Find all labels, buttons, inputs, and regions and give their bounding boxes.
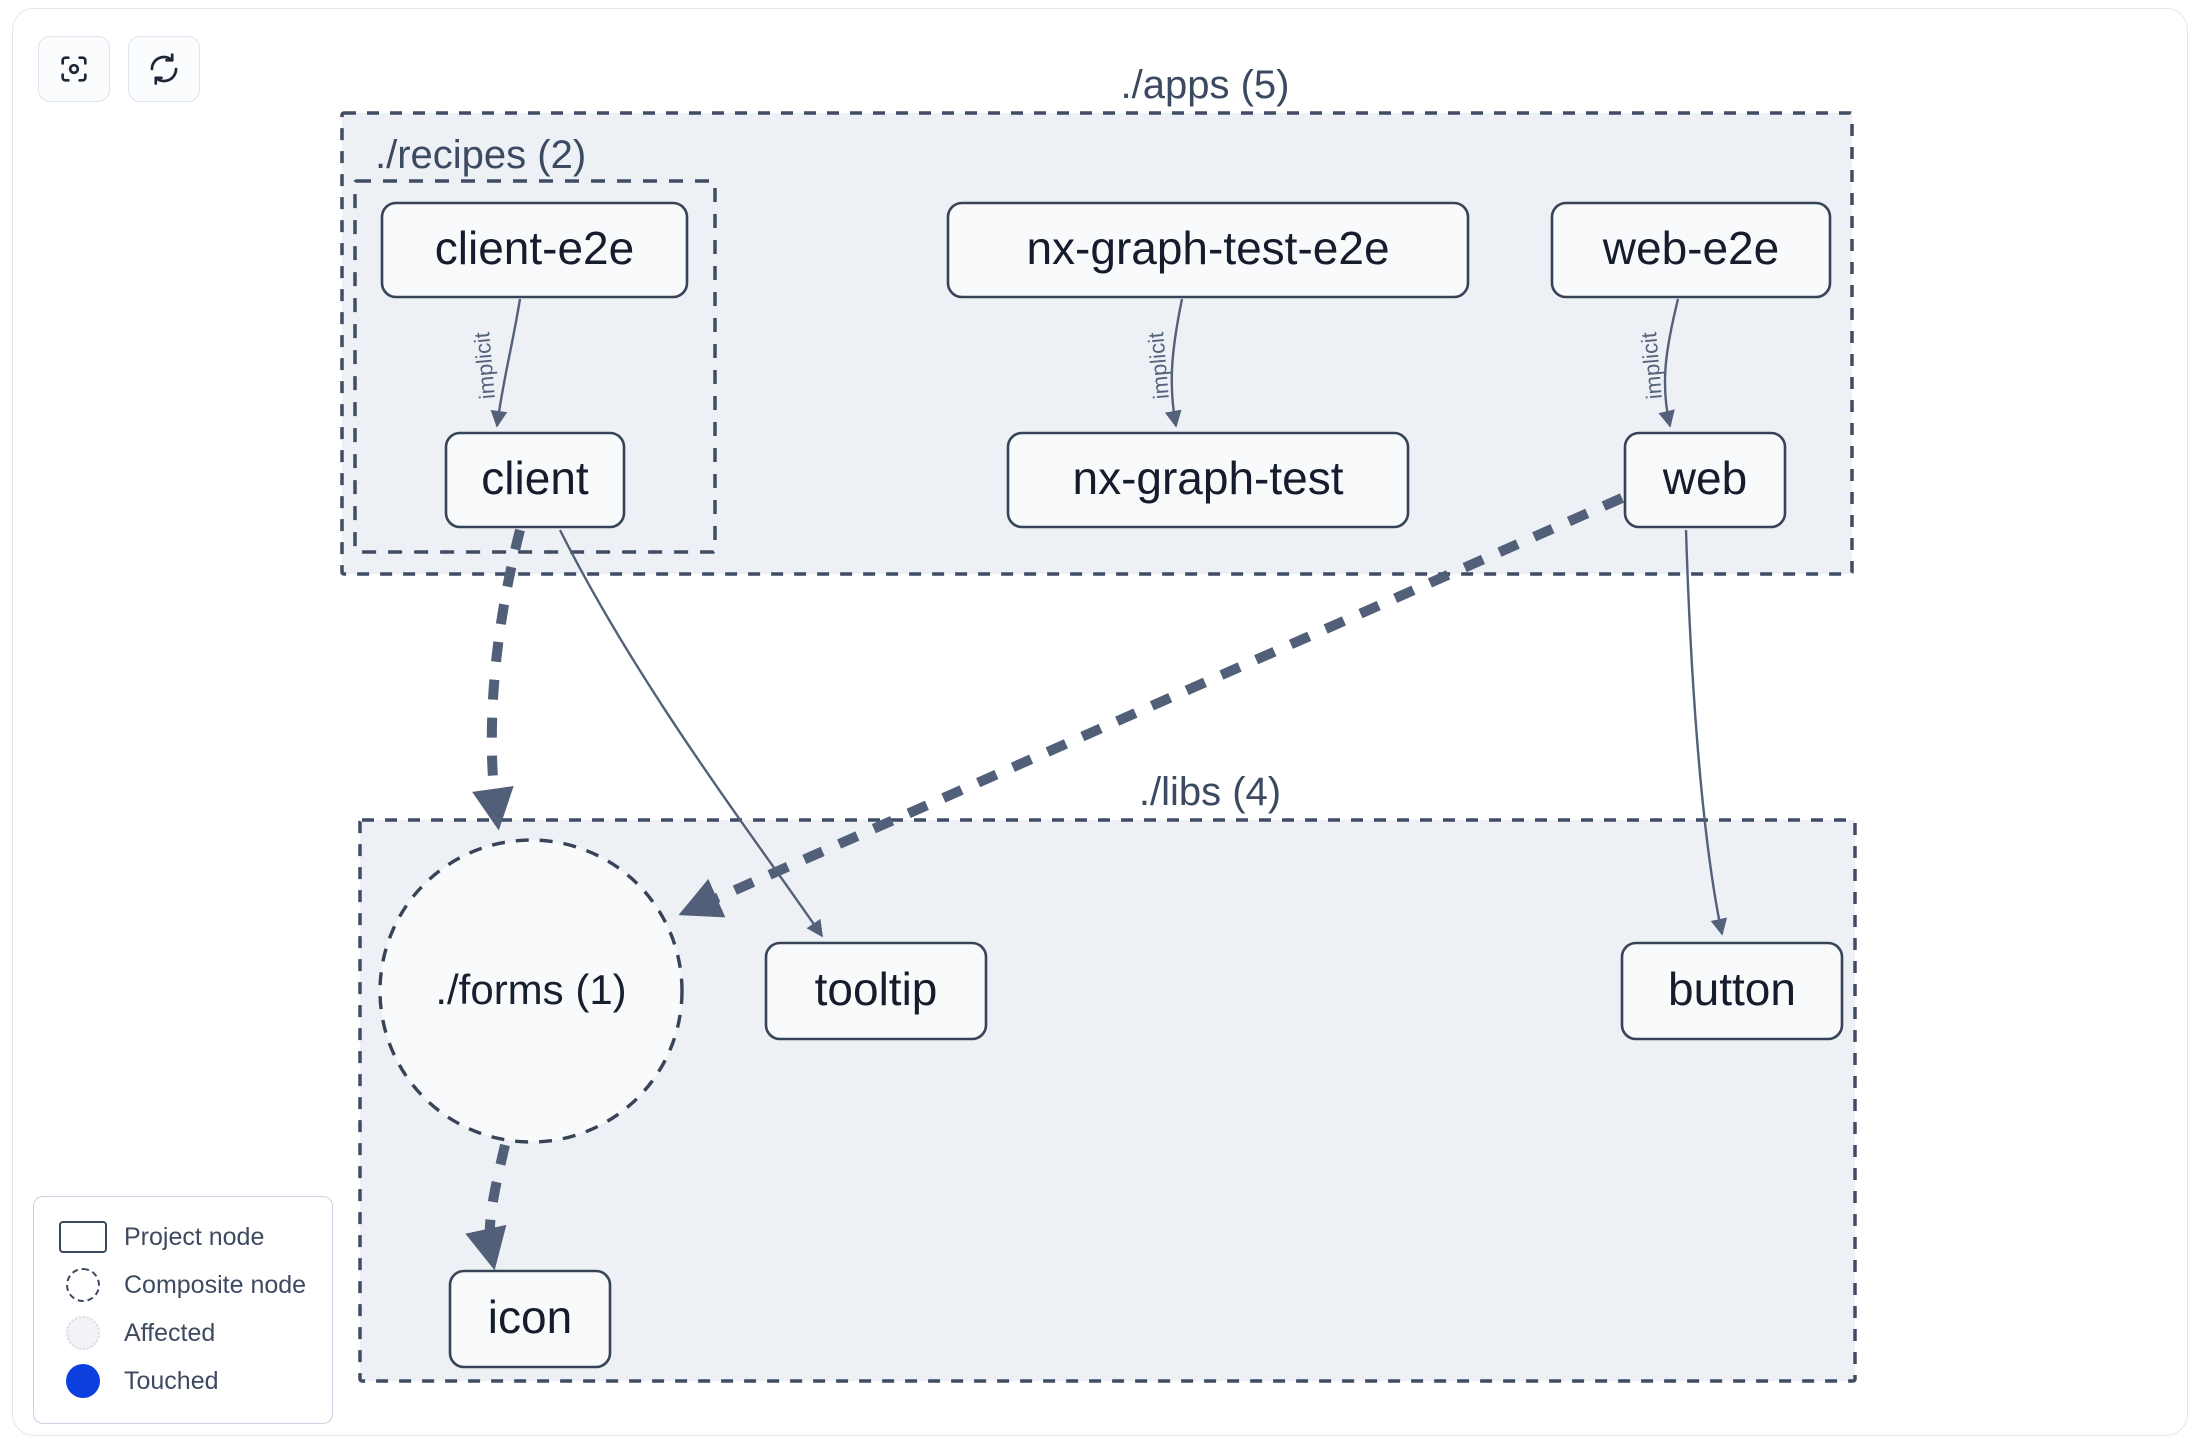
legend-label-touched: Touched — [124, 1366, 219, 1395]
node-web[interactable]: web — [1623, 431, 1787, 529]
node-tooltip[interactable]: tooltip — [764, 941, 988, 1041]
composite-node-swatch — [52, 1268, 114, 1302]
group-libs[interactable]: ./libs (4) — [358, 770, 1857, 1383]
legend-item-project-node: Project node — [52, 1213, 314, 1261]
node-label-web-e2e: web-e2e — [1602, 222, 1779, 274]
edge-nx-graph-test-e2e-to-nx-graph-test[interactable]: implicit — [1143, 298, 1184, 428]
node-nx-graph-test-e2e[interactable]: nx-graph-test-e2e — [946, 201, 1470, 299]
legend-item-composite-node: Composite node — [52, 1261, 314, 1309]
legend-label-affected: Affected — [124, 1318, 216, 1347]
node-label-client-e2e: client-e2e — [435, 222, 634, 274]
node-label-forms: ./forms (1) — [435, 966, 626, 1013]
edge-client-to-tooltip[interactable] — [558, 529, 823, 938]
node-web-e2e[interactable]: web-e2e — [1550, 201, 1832, 299]
node-label-nx-graph-test: nx-graph-test — [1072, 452, 1343, 504]
touched-swatch — [52, 1364, 114, 1398]
edge-client-e2e-to-client[interactable]: implicit — [469, 298, 522, 428]
edge-label-implicit: implicit — [1636, 331, 1667, 400]
node-client-e2e[interactable]: client-e2e — [380, 201, 689, 299]
edge-web-e2e-to-web[interactable]: implicit — [1636, 298, 1680, 428]
affected-swatch — [52, 1316, 114, 1350]
group-apps[interactable]: ./apps (5) — [340, 63, 1854, 576]
project-node-swatch — [52, 1221, 114, 1253]
group-label-apps: ./apps (5) — [1121, 63, 1290, 107]
node-label-client: client — [481, 452, 589, 504]
edge-web-to-button[interactable] — [1684, 529, 1728, 936]
edge-forms-to-icon[interactable] — [465, 1143, 510, 1271]
node-label-web: web — [1662, 452, 1747, 504]
node-client[interactable]: client — [444, 431, 626, 529]
graph-legend: Project node Composite node Affected Tou… — [33, 1196, 333, 1424]
edge-web-to-forms[interactable] — [678, 493, 1625, 918]
edge-client-to-forms[interactable] — [472, 528, 525, 831]
focus-graph-button[interactable] — [38, 36, 110, 102]
node-forms-composite[interactable]: ./forms (1) — [378, 838, 684, 1144]
legend-item-affected: Affected — [52, 1309, 314, 1357]
group-label-libs: ./libs (4) — [1139, 770, 1281, 814]
graph-toolbar — [38, 36, 200, 102]
refresh-graph-button[interactable] — [128, 36, 200, 102]
refresh-icon — [147, 52, 181, 86]
legend-label-composite-node: Composite node — [124, 1270, 307, 1299]
node-label-tooltip: tooltip — [815, 963, 938, 1015]
legend-label-project-node: Project node — [124, 1222, 265, 1251]
viewfinder-focus-icon — [57, 52, 91, 86]
legend-item-touched: Touched — [52, 1357, 314, 1405]
node-button[interactable]: button — [1620, 941, 1844, 1041]
node-nx-graph-test[interactable]: nx-graph-test — [1006, 431, 1410, 529]
group-label-recipes: ./recipes (2) — [375, 133, 586, 177]
node-label-nx-graph-test-e2e: nx-graph-test-e2e — [1026, 222, 1389, 274]
node-label-icon: icon — [488, 1291, 572, 1343]
node-label-button: button — [1668, 963, 1796, 1015]
edge-label-implicit: implicit — [1143, 331, 1174, 400]
edge-label-implicit: implicit — [469, 331, 500, 400]
node-icon[interactable]: icon — [448, 1269, 612, 1369]
